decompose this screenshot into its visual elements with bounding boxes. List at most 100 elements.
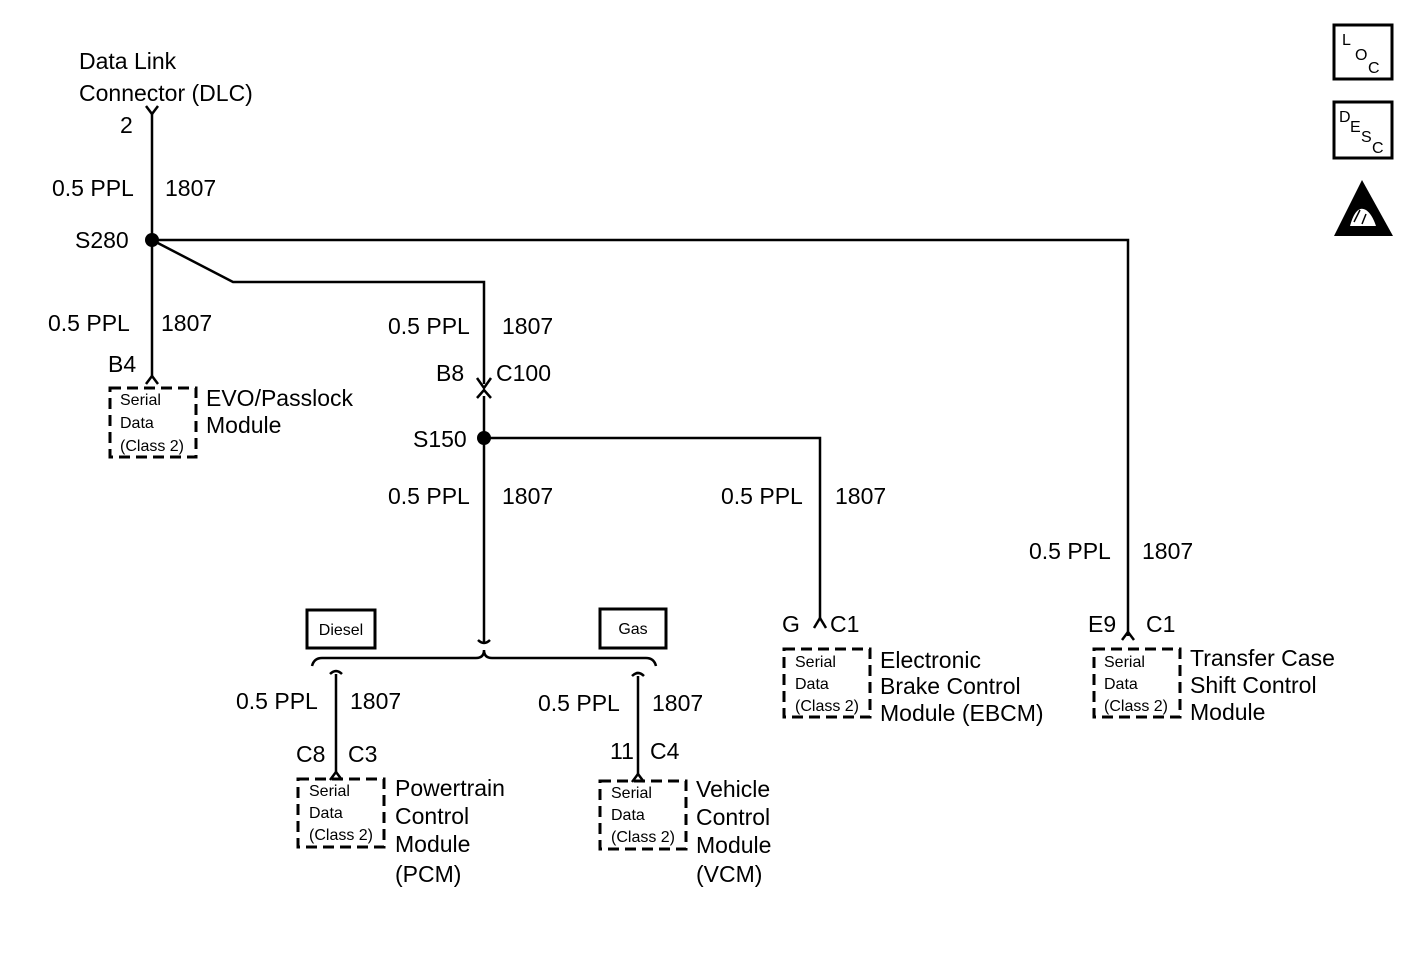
wire-gauge: 0.5 PPL xyxy=(388,313,470,339)
tcscm-connector: C1 xyxy=(1146,611,1175,637)
loc-letter: L xyxy=(1342,32,1351,49)
vcm-module-name: Control xyxy=(696,804,770,830)
description-icon[interactable]: D E S C xyxy=(1332,100,1394,160)
serial-data-label: Serial xyxy=(309,783,350,800)
option-bus xyxy=(310,639,658,667)
evo-terminal-icon xyxy=(145,373,159,385)
dlc-label-line2: Connector (DLC) xyxy=(79,80,253,106)
c100-pin-label: B8 xyxy=(436,360,464,386)
serial-data-label: (Class 2) xyxy=(795,698,859,715)
evo-module-name: Module xyxy=(206,412,281,438)
wire-circuit: 1807 xyxy=(502,313,553,339)
wire-circuit: 1807 xyxy=(502,483,553,509)
c100-connector-label: C100 xyxy=(496,360,551,386)
diesel-label: Diesel xyxy=(319,622,363,639)
wire-circuit: 1807 xyxy=(161,310,212,336)
splice-s280-dot xyxy=(145,233,159,247)
splice-s150-dot xyxy=(477,431,491,445)
ebcm-module-name: Module (EBCM) xyxy=(880,700,1044,726)
dlc-label-line1: Data Link xyxy=(79,48,177,74)
wire-circuit: 1807 xyxy=(835,483,886,509)
pcm-module-name: Powertrain xyxy=(395,775,505,801)
ebcm-module-name: Brake Control xyxy=(880,673,1021,699)
loc-letter: O xyxy=(1355,47,1367,64)
gas-label: Gas xyxy=(618,621,647,638)
pcm-serial-data-box xyxy=(296,777,386,849)
serial-data-label: Data xyxy=(309,805,343,822)
pcm-terminal-icon xyxy=(329,769,343,781)
pcm-module-name: Control xyxy=(395,803,469,829)
wire-s150-to-ebcm xyxy=(484,436,822,620)
ebcm-terminal-icon xyxy=(812,615,828,629)
pcm-pin: C8 xyxy=(296,741,325,767)
serial-data-label: (Class 2) xyxy=(611,829,675,846)
tcscm-module-name: Module xyxy=(1190,699,1265,725)
evo-passlock-module: B4 Serial Data (Class 2) EVO/Passlock Mo… xyxy=(108,351,353,459)
tcscm-pin: E9 xyxy=(1088,611,1116,637)
tcscm-terminal-icon xyxy=(1121,629,1135,641)
evo-module-name: EVO/Passlock xyxy=(206,385,353,411)
wire-circuit: 1807 xyxy=(1142,538,1193,564)
serial-data-label: Serial xyxy=(795,654,836,671)
ebcm-module-name: Electronic xyxy=(880,647,981,673)
vcm-module-name: Vehicle xyxy=(696,776,770,802)
wire-gauge: 0.5 PPL xyxy=(52,175,134,201)
wire-gauge: 0.5 PPL xyxy=(48,310,130,336)
gas-option-box: Gas xyxy=(598,607,668,650)
serial-data-label: Data xyxy=(795,676,829,693)
ebcm-pin: G xyxy=(782,611,800,637)
wire-s280-to-c100 xyxy=(151,238,486,384)
wire-to-vcm xyxy=(631,671,645,776)
desc-letter: D xyxy=(1339,109,1351,126)
dlc-terminal-icon xyxy=(145,105,159,117)
ebcm-connector: C1 xyxy=(830,611,859,637)
vcm-serial-data-box xyxy=(598,779,688,851)
ebcm-serial-data-box xyxy=(782,647,872,719)
wire-gauge: 0.5 PPL xyxy=(538,690,620,716)
wire-gauge: 0.5 PPL xyxy=(721,483,803,509)
desc-letter: S xyxy=(1361,129,1372,146)
serial-data-label: Data xyxy=(1104,676,1138,693)
wire-gauge: 0.5 PPL xyxy=(388,483,470,509)
diesel-option-box: Diesel xyxy=(305,608,377,650)
wire-gauge: 0.5 PPL xyxy=(236,688,318,714)
serial-data-label: Data xyxy=(120,415,154,432)
serial-data-label: Serial xyxy=(611,785,652,802)
wire-circuit: 1807 xyxy=(652,690,703,716)
wire-to-pcm xyxy=(329,669,343,774)
wire-circuit: 1807 xyxy=(165,175,216,201)
vcm-module-name: (VCM) xyxy=(696,861,762,887)
dlc-pin: 2 xyxy=(120,112,133,138)
tcscm-module-name: Shift Control xyxy=(1190,672,1317,698)
tcscm-serial-data-box xyxy=(1092,647,1182,719)
serial-data-label: Serial xyxy=(120,392,161,409)
serial-data-label: (Class 2) xyxy=(120,438,184,455)
vcm-module: 11 C4 Serial Data (Class 2) Vehicle Cont… xyxy=(598,738,771,887)
serial-data-label: (Class 2) xyxy=(309,827,373,844)
loc-letter: C xyxy=(1368,60,1380,77)
esd-warning-icon xyxy=(1334,180,1393,236)
serial-data-label: (Class 2) xyxy=(1104,698,1168,715)
c100-connector-icon xyxy=(475,377,493,399)
pcm-module-name: (PCM) xyxy=(395,861,461,887)
vcm-module-name: Module xyxy=(696,832,771,858)
evo-serial-data-box xyxy=(108,386,198,459)
splice-s150-label: S150 xyxy=(413,426,467,452)
desc-letter: C xyxy=(1372,140,1384,157)
transfer-case-module: E9 C1 Serial Data (Class 2) Transfer Cas… xyxy=(1088,611,1335,725)
wire-gauge: 0.5 PPL xyxy=(1029,538,1111,564)
evo-pin: B4 xyxy=(108,351,136,377)
vcm-connector: C4 xyxy=(650,738,680,764)
wire-s280-to-tcscm xyxy=(152,238,1130,636)
vcm-pin: 11 xyxy=(610,738,634,764)
ebcm-module: G C1 Serial Data (Class 2) Electronic Br… xyxy=(782,611,1044,726)
location-icon[interactable]: L O C xyxy=(1332,23,1394,81)
wire-circuit: 1807 xyxy=(350,688,401,714)
vcm-terminal-icon xyxy=(631,771,645,783)
tcscm-module-name: Transfer Case xyxy=(1190,645,1335,671)
pcm-module-name: Module xyxy=(395,831,470,857)
pcm-module: C8 C3 Serial Data (Class 2) Powertrain C… xyxy=(296,741,505,887)
desc-letter: E xyxy=(1350,119,1361,136)
pcm-connector: C3 xyxy=(348,741,377,767)
